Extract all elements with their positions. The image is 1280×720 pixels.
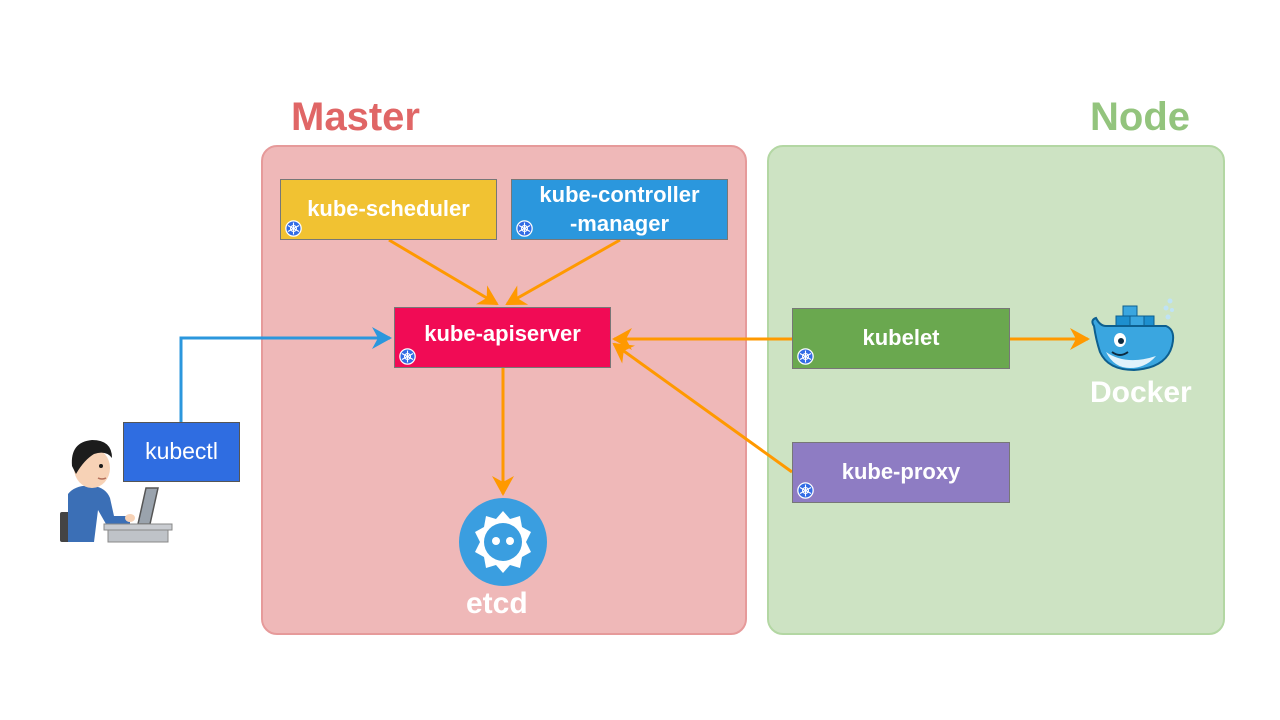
kubernetes-icon bbox=[285, 220, 302, 237]
kubernetes-icon bbox=[797, 348, 814, 365]
etcd-label: etcd bbox=[466, 587, 528, 620]
kube-proxy-label: kube-proxy bbox=[841, 459, 961, 485]
kubelet-box: kubelet bbox=[792, 308, 1010, 369]
kube-apiserver-label: kube-apiserver bbox=[424, 321, 581, 347]
kubernetes-icon bbox=[516, 220, 533, 237]
docker-label: Docker bbox=[1090, 376, 1192, 409]
edge-scheduler-apiserver bbox=[388, 238, 499, 306]
kube-apiserver-box: kube-apiserver bbox=[394, 307, 611, 368]
docker-whale-icon bbox=[1091, 298, 1175, 372]
kubelet-label: kubelet bbox=[862, 325, 940, 351]
edge-kubectl-apiserver bbox=[179, 327, 392, 422]
edge-proxy-apiserver bbox=[612, 342, 793, 474]
node-panel bbox=[767, 145, 1225, 635]
edge-controller-apiserver bbox=[505, 238, 621, 306]
node-title: Node bbox=[1090, 95, 1190, 139]
kube-controller-manager-box: kube-controller -manager bbox=[511, 179, 728, 240]
kube-controller-manager-label-line1: kube-controller bbox=[539, 181, 700, 207]
kube-scheduler-box: kube-scheduler bbox=[280, 179, 497, 240]
user-at-laptop-icon bbox=[60, 440, 173, 543]
kubectl-label: kubectl bbox=[145, 438, 218, 465]
etcd-icon bbox=[459, 498, 547, 586]
kube-scheduler-label: kube-scheduler bbox=[307, 196, 470, 222]
kubernetes-icon bbox=[399, 348, 416, 365]
kube-proxy-box: kube-proxy bbox=[792, 442, 1010, 503]
kubectl-box: kubectl bbox=[123, 422, 240, 482]
kube-controller-manager-label-line2: -manager bbox=[569, 210, 670, 236]
master-title: Master bbox=[291, 95, 420, 139]
kubernetes-icon bbox=[797, 482, 814, 499]
